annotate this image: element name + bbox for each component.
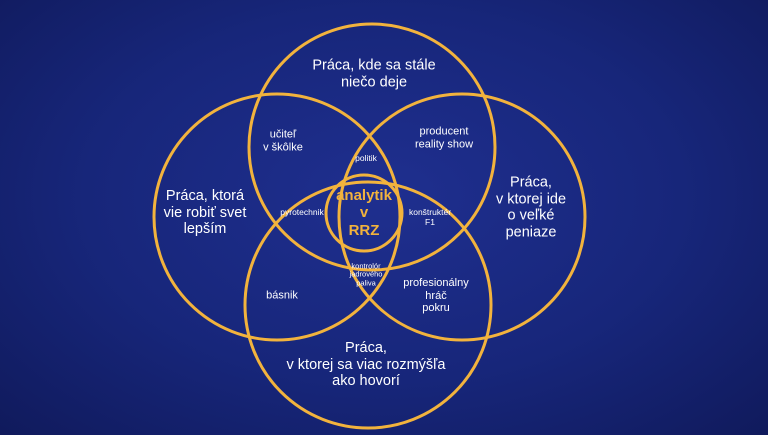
circle-bottom xyxy=(243,180,493,430)
label-right-center: konštruktér F1 xyxy=(408,207,452,227)
label-right: Práca, v ktorej ide o veľké peniaze xyxy=(495,174,567,241)
label-center: analytik v RRZ xyxy=(336,187,392,239)
label-bottom-left: básnik xyxy=(266,289,298,302)
label-left-center: pyrotechnik xyxy=(280,207,324,218)
label-bottom-center: kontrolór jadrového paliva xyxy=(349,261,383,288)
circle-right xyxy=(337,92,587,342)
label-top-center: politik xyxy=(355,153,377,164)
circle-center xyxy=(324,173,404,253)
label-left: Práca, ktorá vie robiť svet lepším xyxy=(163,187,247,238)
label-bottom: Práca, v ktorej sa viac rozmýšľa ako hov… xyxy=(286,339,446,390)
label-bottom-right: profesionálny hráč pokru xyxy=(403,277,469,315)
label-top-left: učiteľ v škôlke xyxy=(263,128,303,153)
label-top-right: producent reality show xyxy=(414,125,474,150)
circle-left xyxy=(152,92,402,342)
circle-top xyxy=(247,22,497,272)
label-top: Práca, kde sa stále niečo deje xyxy=(312,57,436,90)
